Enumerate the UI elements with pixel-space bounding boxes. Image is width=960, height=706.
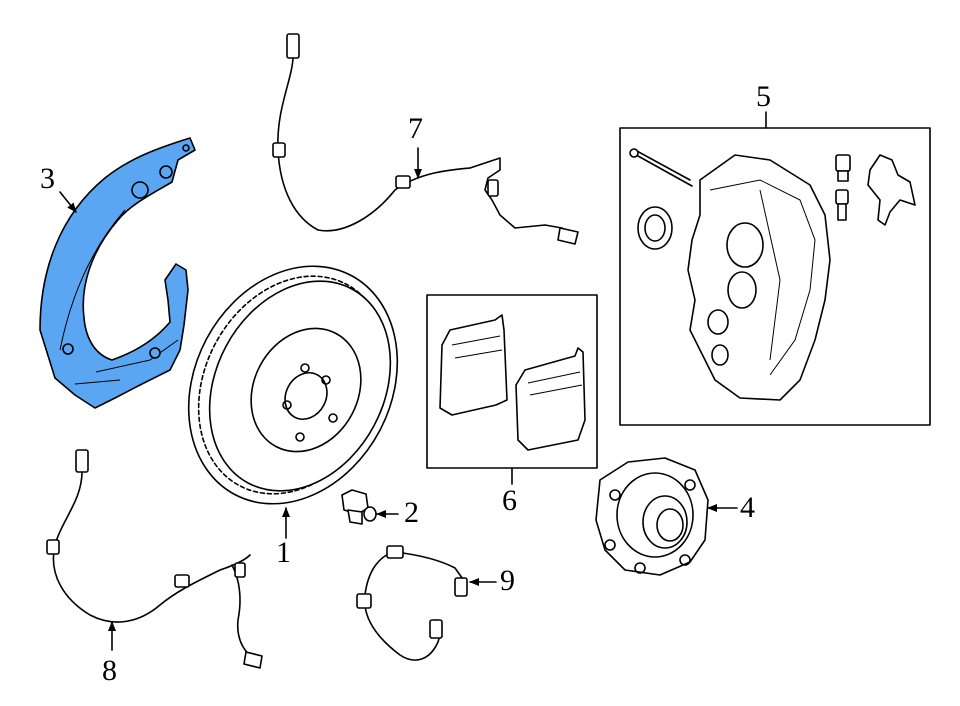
callout-number-2: 2 xyxy=(404,496,419,529)
brake-rotor-part[interactable] xyxy=(148,230,437,541)
callout-number-8: 8 xyxy=(102,654,117,687)
callout-leaders xyxy=(59,111,767,651)
callout-number-3: 3 xyxy=(40,162,55,195)
splash-shield-part[interactable] xyxy=(39,137,196,409)
callout-number-5: 5 xyxy=(756,80,771,113)
wheel-hub-part[interactable] xyxy=(595,457,709,576)
caliper-kit-box[interactable] xyxy=(619,127,931,426)
bolt-part[interactable] xyxy=(341,489,377,525)
wear-sensor-upper-part[interactable] xyxy=(272,33,579,245)
callout-number-9: 9 xyxy=(500,564,515,597)
abs-sensor-part[interactable] xyxy=(356,545,468,661)
brake-pad-kit-box[interactable] xyxy=(426,294,598,469)
callout-number-1: 1 xyxy=(276,536,291,569)
callout-number-7: 7 xyxy=(408,112,423,145)
callout-number-6: 6 xyxy=(502,484,517,517)
callout-number-4: 4 xyxy=(740,491,755,524)
wear-sensor-lower-part[interactable] xyxy=(46,449,263,669)
